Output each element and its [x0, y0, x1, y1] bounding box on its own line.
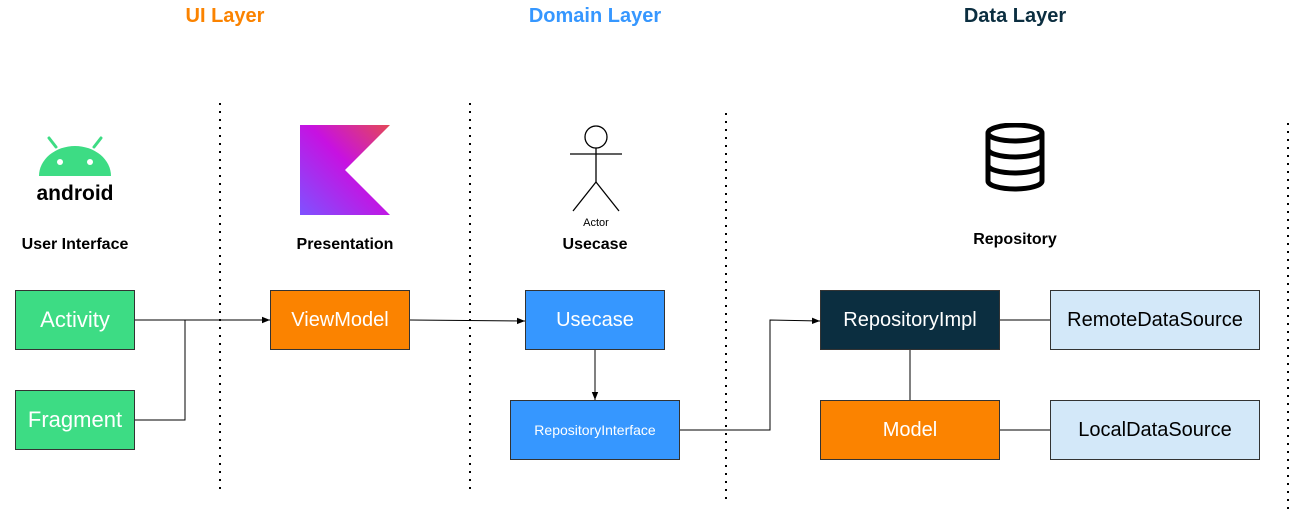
edge-viewmodel-usecase: [409, 317, 526, 325]
actor-caption: Actor: [583, 217, 609, 229]
node-fragment: Fragment: [15, 390, 135, 450]
actor-icon: [570, 125, 622, 212]
node-local-data-source: LocalDataSource: [1050, 400, 1260, 460]
section-label-user-interface: User Interface: [21, 236, 129, 253]
node-usecase: Usecase: [525, 290, 665, 350]
node-viewmodel: ViewModel: [270, 290, 410, 350]
kotlin-logo-icon: [300, 125, 390, 215]
node-repository-impl: RepositoryImpl: [820, 290, 1000, 350]
section-label-presentation: Presentation: [296, 236, 394, 253]
android-logo-text: android: [36, 182, 114, 205]
section-label-usecase: Usecase: [562, 236, 628, 253]
section-label-repository: Repository: [973, 231, 1057, 248]
domain-layer-title: Domain Layer: [528, 5, 662, 27]
node-remote-data-source: RemoteDataSource: [1050, 290, 1260, 350]
ui-layer-title: UI Layer: [185, 5, 265, 27]
edge-repositoryinterface-repositoryimpl: [680, 317, 821, 431]
android-logo-icon: [39, 136, 111, 176]
edge-fragment-join: [135, 320, 186, 421]
node-repository-interface: RepositoryInterface: [510, 400, 680, 460]
node-activity: Activity: [15, 290, 135, 350]
data-layer-title: Data Layer: [963, 5, 1067, 27]
node-model: Model: [820, 400, 1000, 460]
database-icon: [985, 123, 1045, 192]
